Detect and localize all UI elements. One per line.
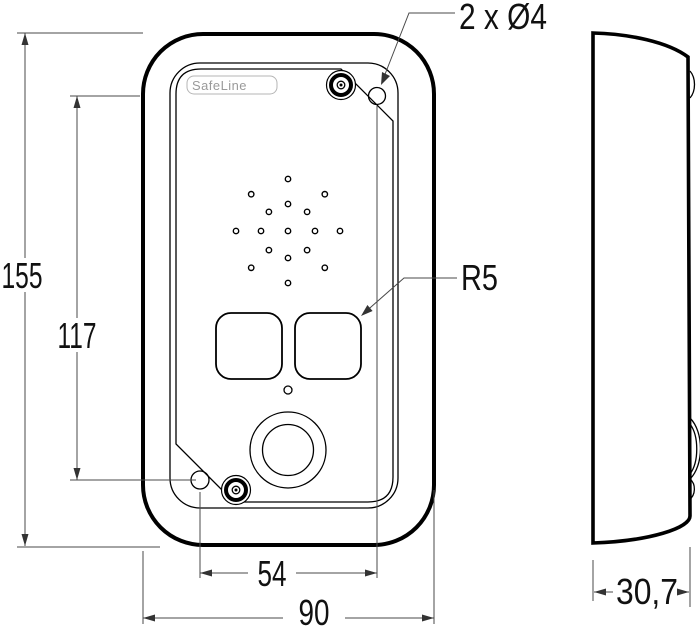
screw-top xyxy=(325,69,357,101)
side-button-bump-outer xyxy=(689,417,700,480)
arrow-left-icon xyxy=(143,614,155,622)
brand-label-box xyxy=(186,75,278,95)
screw-bottom xyxy=(220,474,252,506)
call-button[interactable] xyxy=(249,411,327,489)
annotation-radius-text: R5 xyxy=(461,257,498,298)
enclosure-outline xyxy=(141,32,436,547)
speaker-grille-icon xyxy=(232,175,344,287)
dimension-overall-width: 90 xyxy=(142,490,435,633)
arrow-leader-icon xyxy=(381,72,390,85)
annotation-radius: R5 xyxy=(361,257,498,316)
arrow-up-icon xyxy=(73,96,81,108)
dimension-depth: 30,7 xyxy=(592,547,691,612)
arrow-down-icon xyxy=(21,534,29,546)
mounting-hole-top xyxy=(367,86,387,106)
faceplate-outline xyxy=(169,62,399,509)
dimension-overall-height: 155 xyxy=(2,32,160,548)
faceplate-inset-outline xyxy=(175,68,394,503)
led-indicator xyxy=(283,385,293,395)
annotation-holes: 2 x Ø4 xyxy=(381,0,547,85)
button-left[interactable] xyxy=(215,312,283,380)
side-view xyxy=(591,31,700,545)
dimension-155-text: 155 xyxy=(2,255,43,296)
dimension-90-text: 90 xyxy=(299,592,330,633)
arrow-down-icon xyxy=(73,468,81,480)
brand-label: SafeLine xyxy=(186,75,278,95)
side-button-bump-inner xyxy=(689,423,698,475)
button-right[interactable] xyxy=(294,312,362,380)
dimension-117-text: 117 xyxy=(58,315,97,356)
side-screw-bump-bottom xyxy=(688,478,696,501)
arrow-right-icon xyxy=(365,569,377,577)
annotation-holes-text: 2 x Ø4 xyxy=(459,0,547,37)
dimension-hole-pitch-vertical: 117 xyxy=(58,95,196,481)
brand-label-text: SafeLine xyxy=(192,78,247,93)
dimension-30-7-text: 30,7 xyxy=(616,571,678,612)
dimension-54-text: 54 xyxy=(258,553,287,594)
arrow-left-icon xyxy=(594,588,606,596)
dimension-hole-pitch-horizontal: 54 xyxy=(199,106,378,594)
arrow-up-icon xyxy=(21,33,29,45)
arrow-right-icon xyxy=(677,588,689,596)
arrow-right-icon xyxy=(422,614,434,622)
arrow-leader-icon xyxy=(361,305,373,316)
side-profile-outline xyxy=(591,31,692,545)
side-screw-bump-top xyxy=(689,70,696,99)
arrow-left-icon xyxy=(200,569,212,577)
front-view: SafeLine xyxy=(141,32,436,547)
